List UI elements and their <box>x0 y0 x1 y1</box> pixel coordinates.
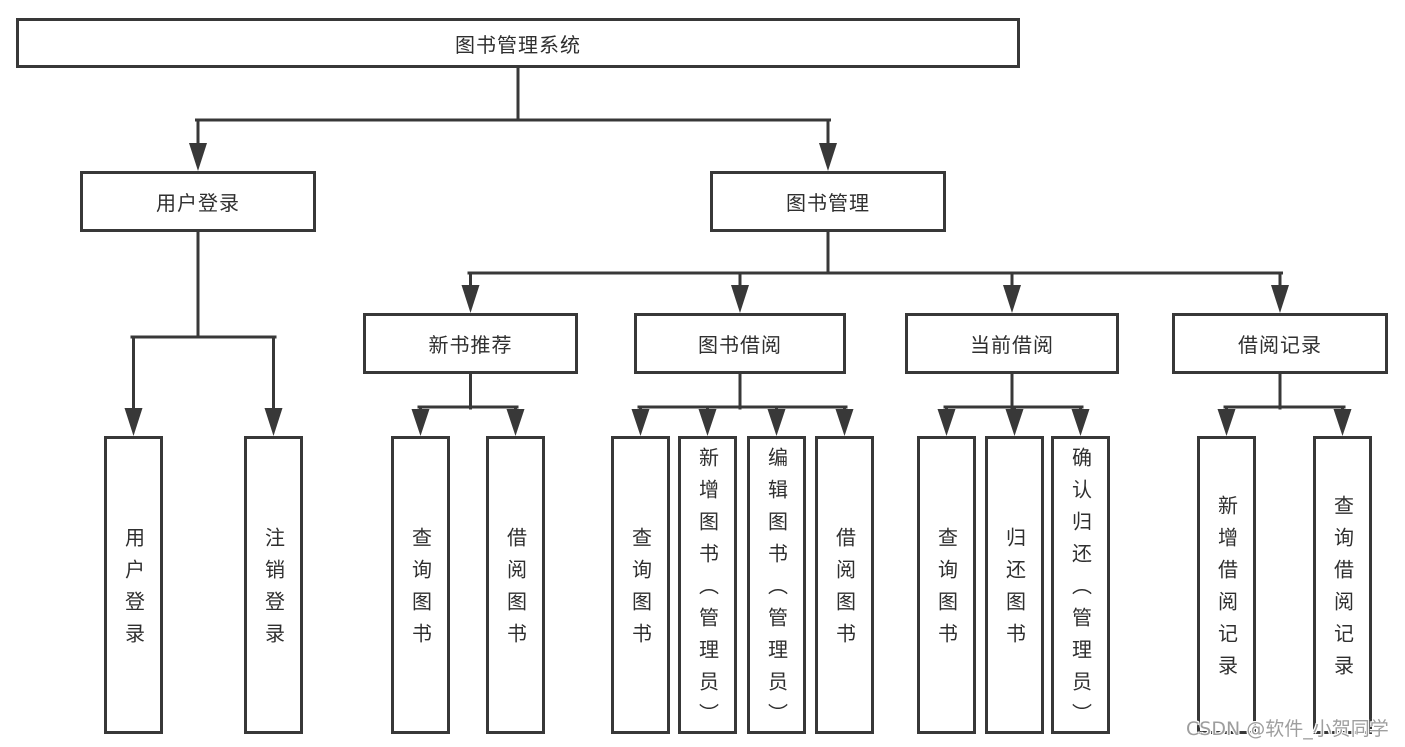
node-current-borrowing: 当前借阅 <box>905 313 1119 374</box>
node-bb-query-books: 查询图书 <box>611 436 670 734</box>
node-br-query-record-label: 查询借阅记录 <box>1330 495 1355 687</box>
node-bb-borrow-books: 借阅图书 <box>815 436 874 734</box>
node-borrowing-records-label: 借阅记录 <box>1238 333 1322 357</box>
node-cb-confirm-return: 确认归还（管理员） <box>1051 436 1110 735</box>
node-root-label: 图书管理系统 <box>455 32 581 57</box>
watermark: CSDN @软件_小贺同学 <box>1186 718 1389 740</box>
node-new-book-recommend-label: 新书推荐 <box>428 333 513 357</box>
node-current-borrowing-label: 当前借阅 <box>970 333 1054 357</box>
node-bb-edit-books: 编辑图书（管理员） <box>747 436 806 735</box>
node-cb-query-books: 查询图书 <box>917 436 976 734</box>
node-new-book-recommend: 新书推荐 <box>363 313 578 374</box>
node-cb-return-books-label: 归还图书 <box>1002 527 1027 655</box>
node-bb-borrow-books-label: 借阅图书 <box>832 527 857 655</box>
node-br-query-record: 查询借阅记录 <box>1313 436 1372 734</box>
node-cb-confirm-return-label: 确认归还（管理员） <box>1068 447 1093 735</box>
node-nb-borrow-books-label: 借阅图书 <box>503 527 528 655</box>
node-bb-add-books: 新增图书（管理员） <box>678 436 737 735</box>
node-br-add-record: 新增借阅记录 <box>1197 436 1256 734</box>
node-book-management: 图书管理 <box>710 171 946 232</box>
node-book-borrowing: 图书借阅 <box>634 313 846 374</box>
node-bb-edit-books-label: 编辑图书（管理员） <box>764 447 789 735</box>
node-ul-user-login: 用户登录 <box>104 436 163 734</box>
node-nb-borrow-books: 借阅图书 <box>486 436 545 734</box>
node-cb-query-books-label: 查询图书 <box>934 527 959 655</box>
node-book-borrowing-label: 图书借阅 <box>698 333 782 357</box>
node-ul-user-login-label: 用户登录 <box>121 527 146 655</box>
node-user-login-label: 用户登录 <box>156 191 240 215</box>
node-user-login: 用户登录 <box>80 171 316 232</box>
node-nb-query-books-label: 查询图书 <box>408 527 433 655</box>
node-ul-logout-label: 注销登录 <box>261 527 286 655</box>
node-borrowing-records: 借阅记录 <box>1172 313 1388 374</box>
node-cb-return-books: 归还图书 <box>985 436 1044 734</box>
node-bb-add-books-label: 新增图书（管理员） <box>695 447 720 735</box>
node-nb-query-books: 查询图书 <box>391 436 450 734</box>
node-root: 图书管理系统 <box>16 18 1020 68</box>
node-book-management-label: 图书管理 <box>786 191 870 215</box>
node-ul-logout: 注销登录 <box>244 436 303 734</box>
node-bb-query-books-label: 查询图书 <box>628 527 653 655</box>
node-br-add-record-label: 新增借阅记录 <box>1214 495 1239 687</box>
